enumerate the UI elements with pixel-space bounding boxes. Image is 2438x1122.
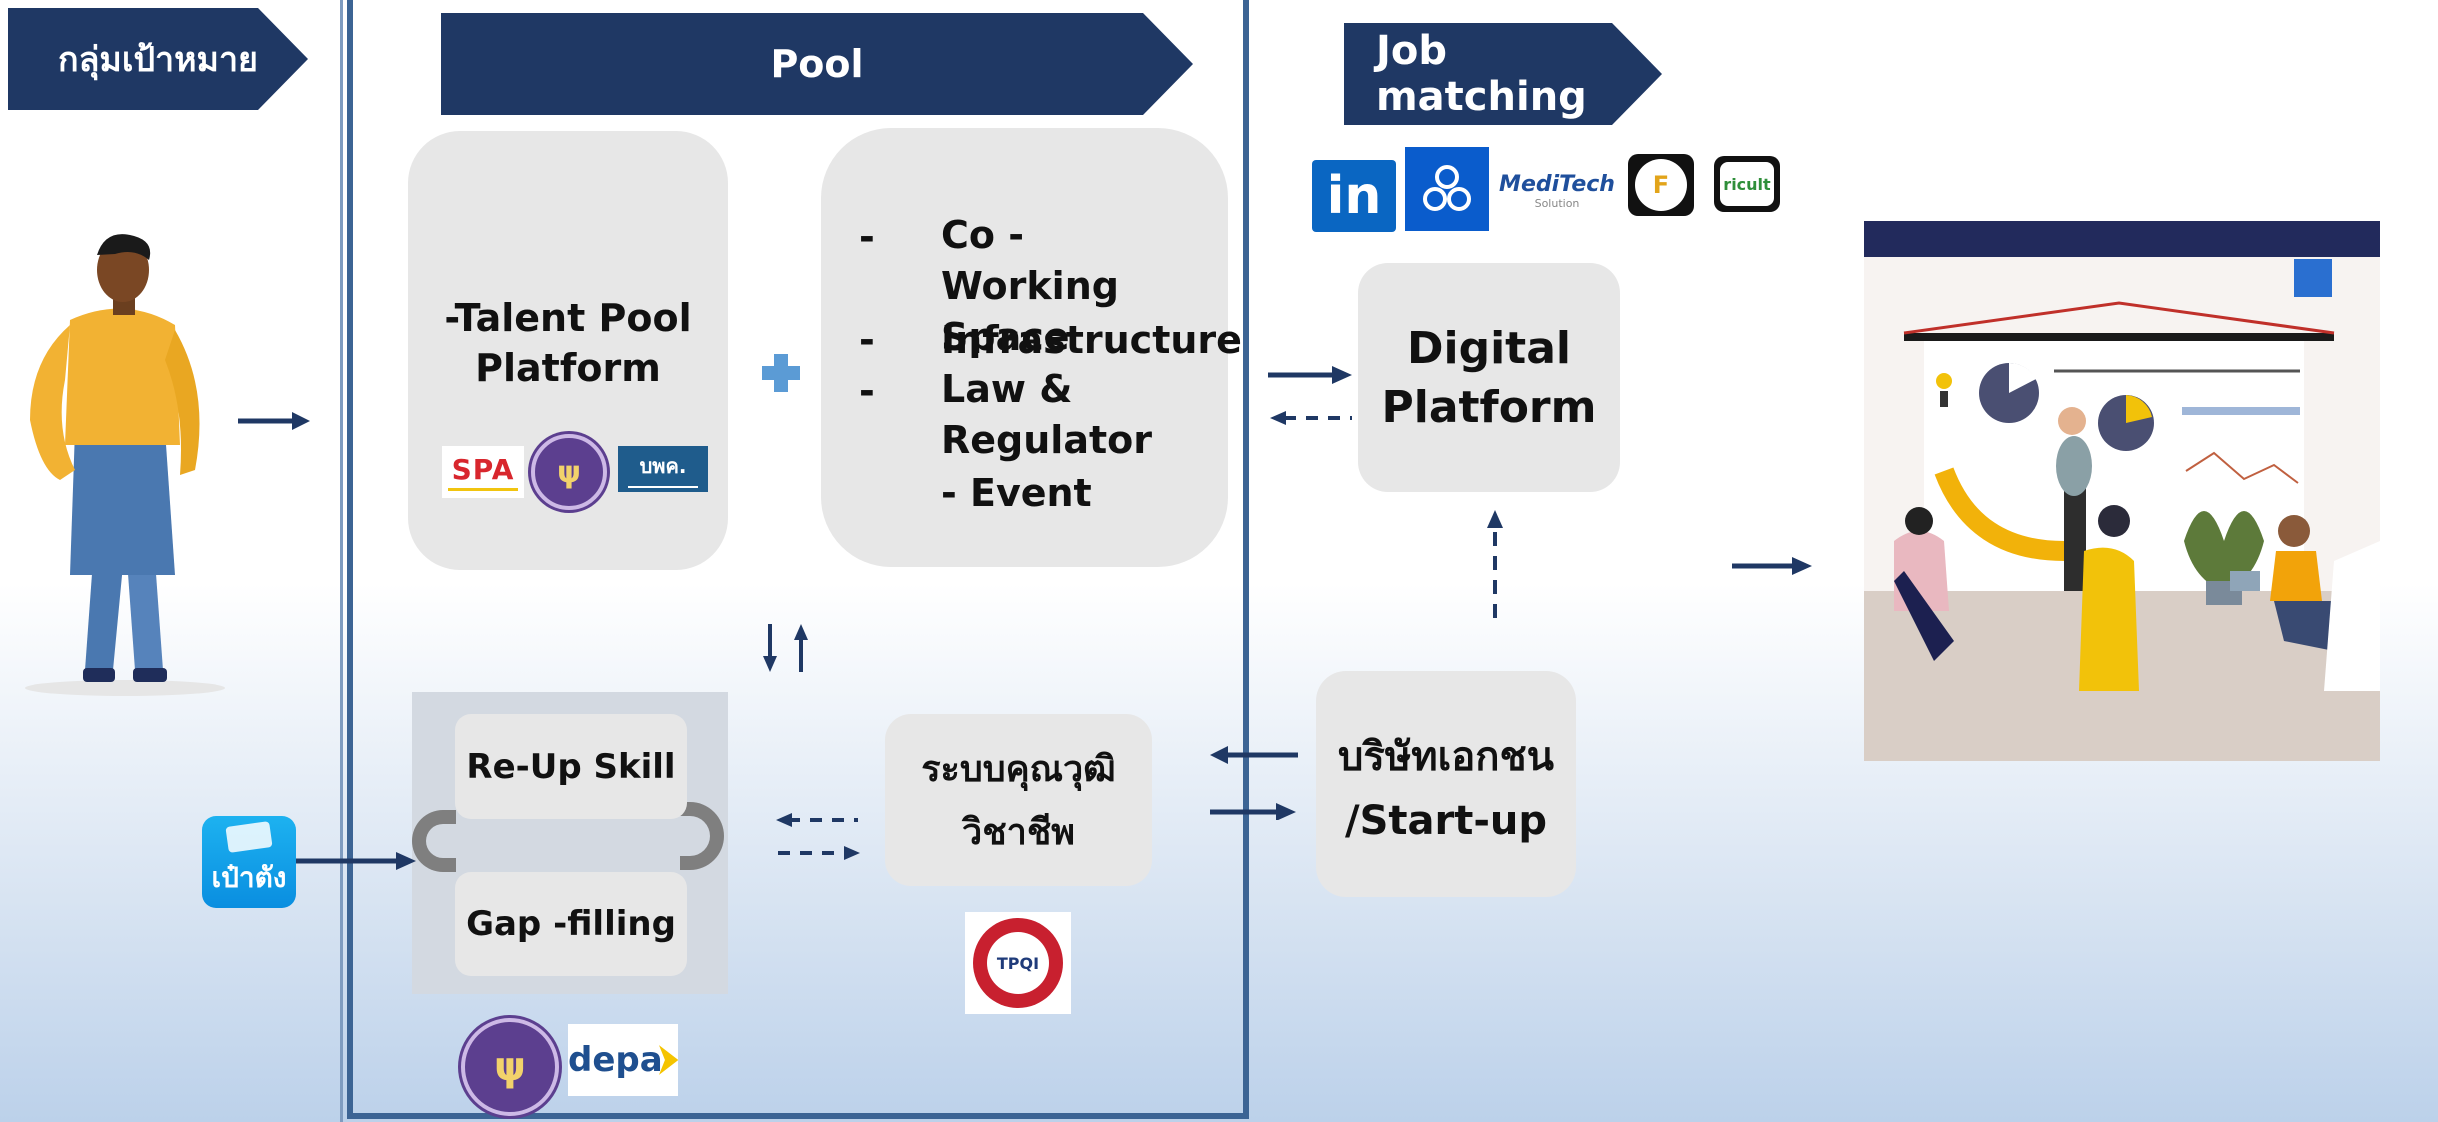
job-matching-label: Job matching — [1376, 28, 1587, 120]
gap-filling-box: Gap -filling — [455, 872, 687, 976]
services-box: - Co - Working Space - Infrastructure - … — [821, 128, 1242, 567]
job-matching-banner: Job matching — [1344, 23, 1662, 125]
tpqi-logo: TPQI — [965, 912, 1071, 1014]
talent-pool-line2: Platform — [475, 346, 661, 390]
depa-logo: depa — [568, 1024, 678, 1096]
bpk-logo-text: บพค. — [639, 454, 687, 478]
arrow-to-office — [1732, 557, 1812, 575]
left-divider-line — [340, 0, 343, 1122]
dashed-arrow-company-to-platform — [1487, 510, 1503, 618]
pool-label: Pool — [770, 42, 864, 86]
linkedin-logo: in — [1312, 160, 1396, 232]
bpk-logo: บพค. — [618, 446, 708, 492]
company-line2: /Start-up — [1344, 798, 1548, 844]
arrow-person-to-pool — [238, 412, 310, 430]
ricult-logo: ricult — [1714, 156, 1780, 212]
spa-logo: SPA — [442, 446, 524, 498]
tpqi-logo-text: TPQI — [996, 953, 1040, 973]
company-line1: บริษัทเอกชน — [1337, 734, 1554, 780]
office-meeting-illustration — [1864, 221, 2380, 761]
meditech-logo-sub: Solution — [1534, 197, 1580, 210]
ricult-logo-text: ricult — [1723, 174, 1771, 194]
digital-platform-box: Digital Platform — [1358, 263, 1620, 492]
company-box: บริษัทเอกชน /Start-up — [1316, 671, 1576, 897]
talent-pool-line1: -Talent Pool — [444, 296, 692, 340]
pool-banner: Pool — [441, 13, 1193, 115]
digital-platform-line2: Platform — [1381, 381, 1597, 433]
services-marker: - — [859, 215, 875, 259]
arrows-up-down — [763, 624, 808, 672]
ministry-seal-logo-bottom: ψ — [461, 1018, 559, 1116]
reup-skill-label: Re-Up Skill — [466, 746, 676, 787]
arrows-pool-platform — [1268, 366, 1352, 425]
services-marker: - — [859, 369, 875, 413]
arrow-paotang-to-skills — [296, 852, 416, 870]
pao-tang-label: เป๋าตัง — [211, 861, 287, 894]
meditech-logo-text: MediTech — [1499, 172, 1615, 197]
pool-frame — [347, 0, 1249, 1119]
services-event: - Event — [941, 471, 1092, 515]
linkedin-logo-text: in — [1326, 166, 1382, 226]
gap-filling-label: Gap -filling — [466, 904, 676, 944]
qualification-line2: วิชาชีพ — [961, 812, 1076, 853]
ministry-seal-logo: ψ — [531, 434, 607, 510]
wallet-icon — [225, 821, 273, 853]
depa-logo-text: depa — [568, 1040, 663, 1080]
qualification-line1: ระบบคุณวุฒิ — [921, 749, 1116, 790]
services-coworking-label: Co - Working Space — [941, 213, 1119, 359]
pao-tang-app-icon[interactable]: เป๋าตัง — [202, 816, 296, 908]
person-illustration — [25, 234, 225, 696]
plus-icon — [762, 354, 800, 392]
fingerprint-logo-text: F — [1652, 171, 1670, 199]
target-group-label: กลุ่มเป้าหมาย — [58, 40, 258, 80]
services-marker: - — [859, 318, 875, 362]
services-law-label: Law & Regulator — [941, 367, 1152, 462]
fingerprint-logo: F — [1628, 154, 1694, 216]
propeller-logo — [1405, 147, 1489, 231]
reup-skill-box: Re-Up Skill — [455, 714, 687, 819]
digital-platform-line1: Digital — [1407, 322, 1571, 374]
qualification-box: ระบบคุณวุฒิ วิชาชีพ — [885, 714, 1152, 886]
arrows-qualification-company — [1210, 746, 1298, 820]
spa-logo-text: SPA — [451, 453, 515, 486]
target-group-banner: กลุ่มเป้าหมาย — [8, 8, 308, 110]
services-infrastructure-label: Infrastructure — [941, 318, 1242, 362]
meditech-logo: MediTech Solution — [1499, 164, 1615, 218]
dashed-arrows-skills-qualification — [776, 813, 860, 860]
